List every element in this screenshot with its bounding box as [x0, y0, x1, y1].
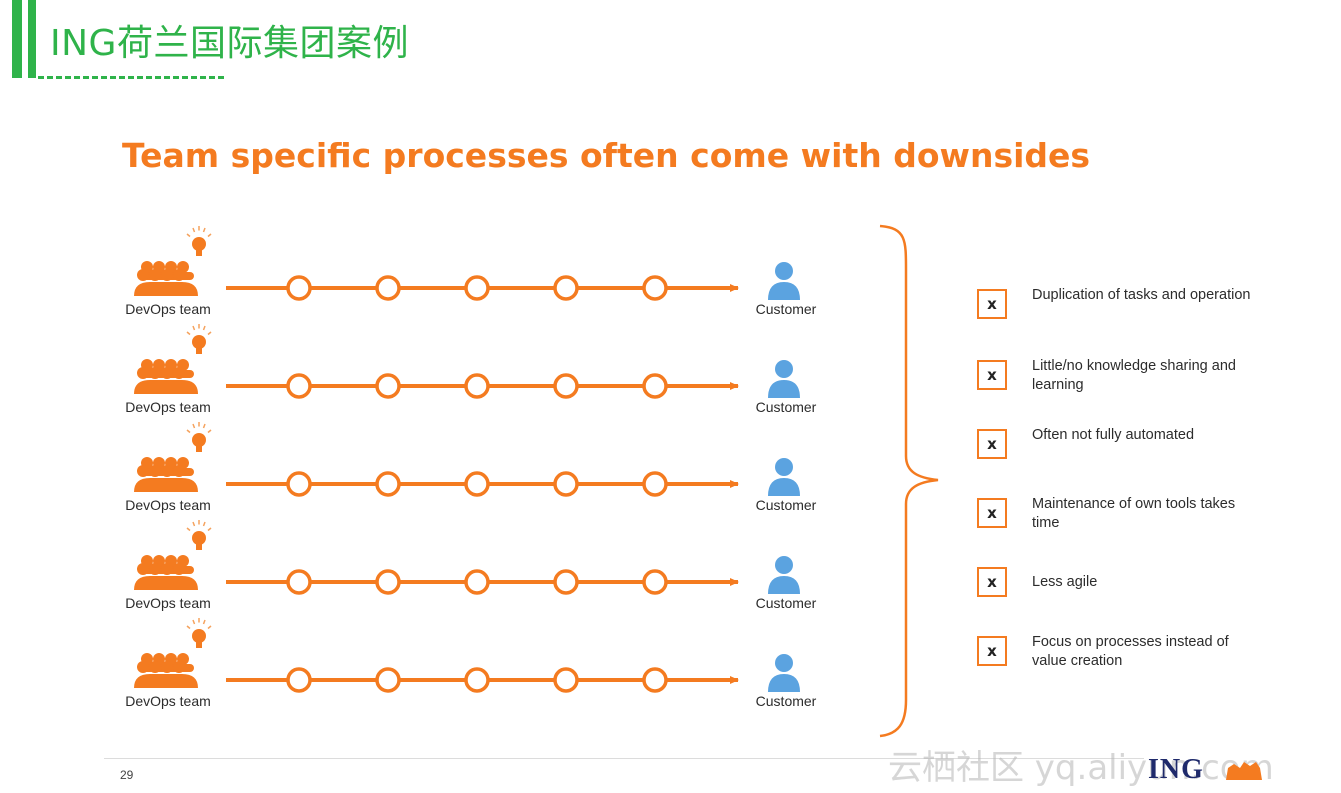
downside-checkbox-icon: x [977, 429, 1007, 459]
process-stage-node [553, 569, 579, 595]
downside-text: Often not fully automated [1032, 427, 1195, 443]
downside-checkbox-icon: x [977, 289, 1007, 319]
customer-icon [768, 654, 800, 692]
pipeline-row [134, 422, 800, 497]
customer-icon [768, 458, 800, 496]
watermark: 云栖社区 yq.aliyun.com [888, 748, 1274, 788]
devops-team-icon [134, 653, 198, 688]
process-stage-node [286, 667, 312, 693]
process-stage-node [642, 471, 668, 497]
customer-label: Customer [755, 595, 817, 611]
downside-checkbox-icon: x [977, 360, 1007, 390]
devops-team-icon [134, 555, 198, 590]
process-stage-node [286, 471, 312, 497]
process-stage-node [642, 373, 668, 399]
header-accent-bar-thin [28, 0, 36, 78]
lightbulb-icon [186, 324, 212, 354]
header-dashed-underline [38, 76, 224, 79]
process-stage-node [464, 667, 490, 693]
process-stage-node [464, 275, 490, 301]
devops-team-label: DevOps team [125, 399, 211, 415]
downside-checkbox-icon: x [977, 567, 1007, 597]
lion-logo-icon [1226, 762, 1262, 780]
process-stage-node [464, 569, 490, 595]
ing-logo: ING [1148, 754, 1204, 785]
process-stage-node [464, 373, 490, 399]
footer-divider [104, 758, 1144, 759]
process-stage-node [642, 569, 668, 595]
process-stage-node [286, 275, 312, 301]
downside-text: Less agile [1032, 574, 1098, 590]
process-stage-node [375, 471, 401, 497]
grouping-brace [879, 224, 939, 738]
downside-checkbox-icon: x [977, 636, 1007, 666]
lightbulb-icon [186, 422, 212, 452]
header-accent-bar [12, 0, 22, 78]
devops-team-label: DevOps team [125, 595, 211, 611]
process-stage-node [286, 569, 312, 595]
customer-icon [768, 556, 800, 594]
customer-label: Customer [755, 399, 817, 415]
pipeline-row [134, 520, 800, 595]
customer-label: Customer [755, 497, 817, 513]
pipeline-row [134, 618, 800, 693]
downside-text: Maintenance of own tools takes time [1032, 496, 1236, 531]
customer-icon [768, 262, 800, 300]
process-stage-node [375, 569, 401, 595]
customer-label: Customer [755, 301, 817, 317]
process-stage-node [553, 471, 579, 497]
process-stage-node [286, 373, 312, 399]
customer-label: Customer [755, 693, 817, 709]
downside-text: Duplication of tasks and operation [1032, 287, 1251, 303]
process-stage-node [375, 667, 401, 693]
customer-icon [768, 360, 800, 398]
process-stage-node [553, 373, 579, 399]
process-stage-node [553, 275, 579, 301]
process-stage-node [553, 667, 579, 693]
slide-title: Team specific processes often come with … [122, 136, 1091, 175]
downside-checkbox-icon: x [977, 498, 1007, 528]
devops-team-icon [134, 359, 198, 394]
process-stage-node [375, 275, 401, 301]
devops-team-icon [134, 261, 198, 296]
process-stage-node [375, 373, 401, 399]
header-title: ING荷兰国际集团案例 [50, 23, 409, 64]
lightbulb-icon [186, 618, 212, 648]
pipeline-row [134, 226, 800, 301]
lightbulb-icon [186, 520, 212, 550]
devops-team-icon [134, 457, 198, 492]
process-stage-node [464, 471, 490, 497]
devops-team-label: DevOps team [125, 301, 211, 317]
process-stage-node [642, 275, 668, 301]
pipeline-row [134, 324, 800, 399]
downside-text: Little/no knowledge sharing and learning [1032, 358, 1236, 393]
devops-team-label: DevOps team [125, 497, 211, 513]
downside-text: Focus on processes instead of value crea… [1032, 634, 1229, 669]
lightbulb-icon [186, 226, 212, 256]
process-stage-node [642, 667, 668, 693]
page-number: 29 [120, 768, 134, 782]
devops-team-label: DevOps team [125, 693, 211, 709]
